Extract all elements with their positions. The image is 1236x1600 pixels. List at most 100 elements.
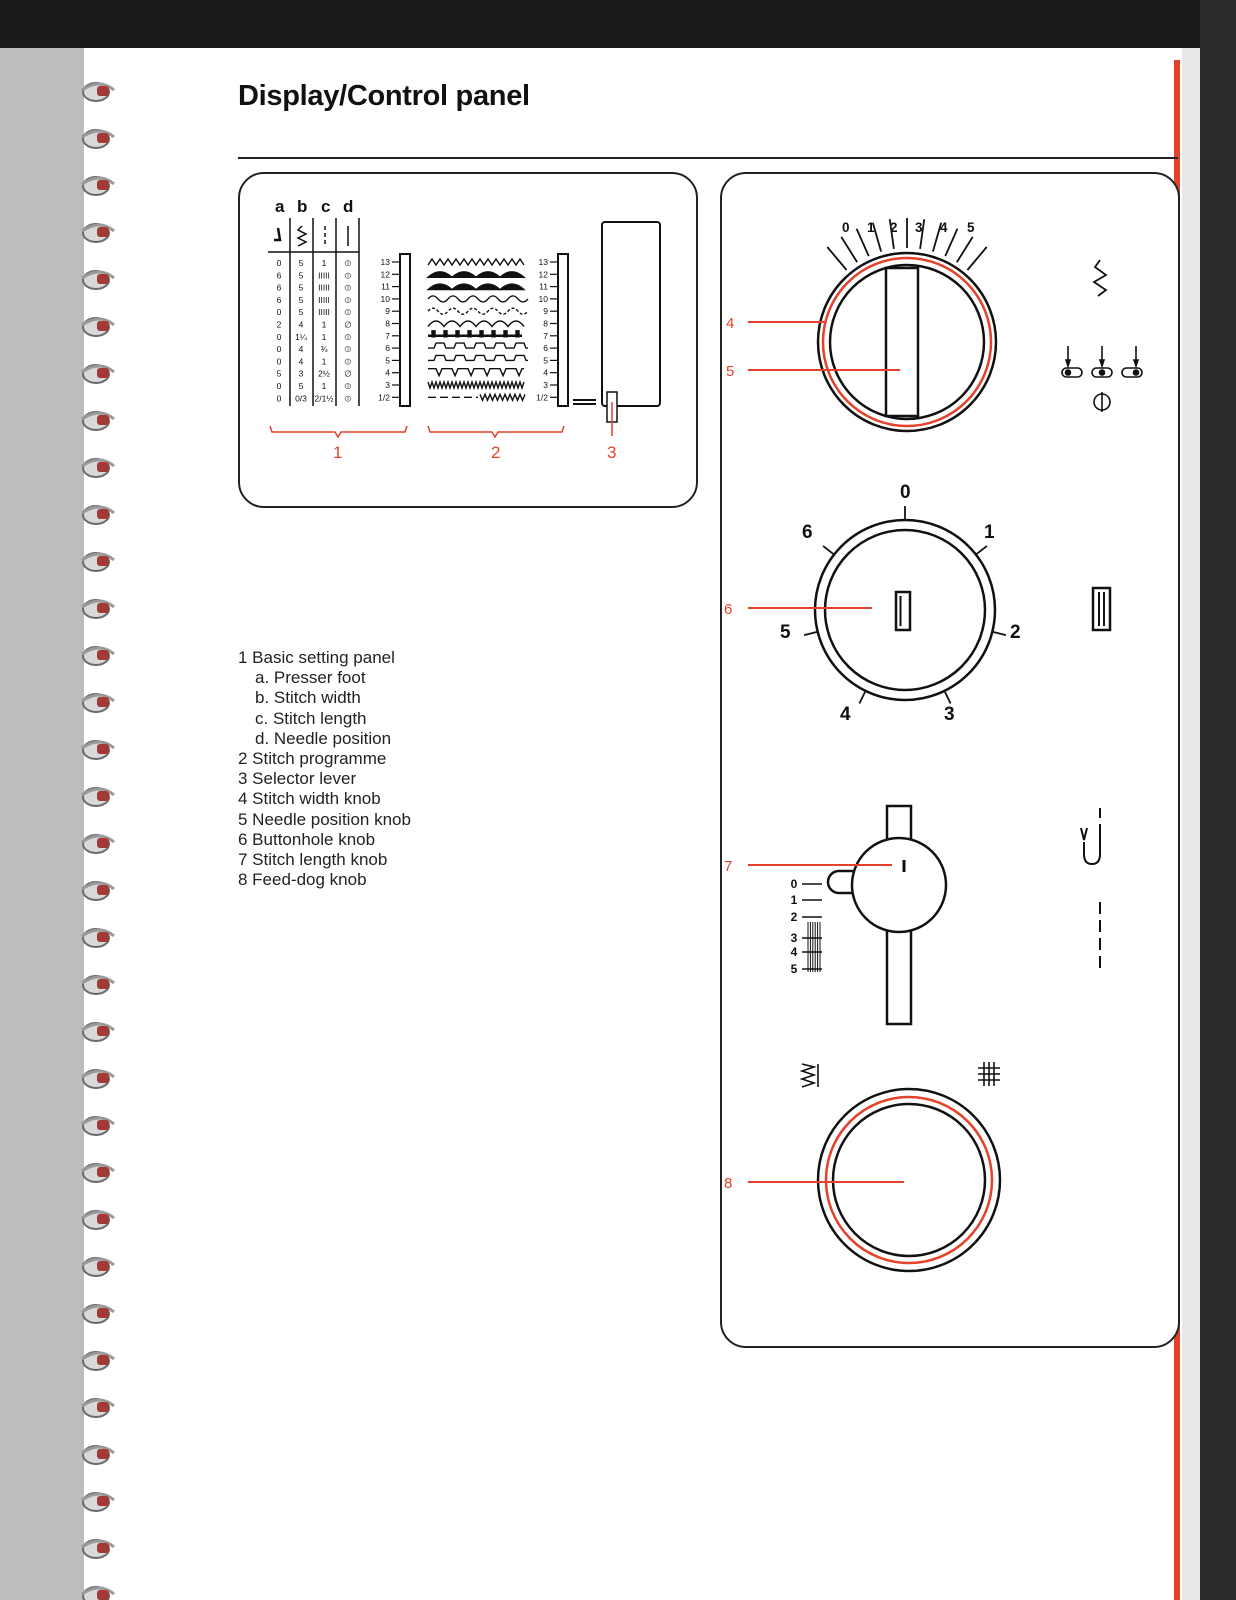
settings-cell-a: 2 [277,320,282,330]
settings-cell-b: 1¼ [295,332,308,342]
legend-item-6: 6 Buttonhole knob [238,829,376,849]
settings-cell-d: ∅ [344,369,352,379]
scale-label: 6 [543,343,548,353]
legend-item-1: 1 Basic setting panel [238,648,395,667]
bracket-2 [427,425,565,439]
binding-shadow [0,48,84,1600]
legend-item-1c: c. Stitch length [255,708,367,728]
feed-dog-knob[interactable] [816,1087,1002,1273]
scale-label: 5 [543,355,548,365]
settings-cell-d: ⦶ [344,283,352,293]
presser-foot-icon [274,227,282,242]
settings-cell-d: ⦶ [344,381,352,391]
callout-2: 2 [491,443,500,462]
width-dial-2: 2 [890,220,898,235]
settings-cell-d: ∅ [344,320,352,330]
settings-cell-d: ⦶ [344,258,352,268]
settings-cell-b: 0/3 [295,393,307,403]
scale-label: 12 [381,269,391,279]
legend-item-1b: b. Stitch width [255,688,361,708]
control-knobs-box: 0 1 2 3 4 5 4 5 [720,172,1180,1348]
length-scale-label: 1 [791,893,798,907]
settings-cell-d: ⦶ [344,295,352,305]
settings-cell-a: 6 [277,295,282,305]
scale-label: 10 [539,294,549,304]
settings-cell-c: IIIII [318,283,330,293]
width-dial-4: 4 [940,220,948,235]
needle-position-knob[interactable] [884,266,920,418]
length-scale-label: 0 [791,877,798,891]
legend-item-2: 2 Stitch programme [238,749,387,769]
scale-label: 6 [385,343,390,353]
scale-label: 3 [385,380,390,390]
settings-cell-b: 4 [299,356,304,366]
buttonhole-dial-2: 2 [1010,622,1021,643]
feed-dog-lowered-icon [799,1063,819,1088]
callout-3: 3 [607,443,616,462]
settings-cell-d: ⦶ [344,307,352,317]
settings-cell-a: 0 [277,332,282,342]
width-dial-5: 5 [967,220,975,235]
settings-cell-d: ⦶ [344,270,352,280]
scale-bar-2 [557,253,569,407]
length-scale-label: 2 [791,910,798,924]
buttonhole-dial-0: 0 [900,482,911,503]
legend-item-5: 5 Needle position knob [238,809,411,829]
settings-cell-a: 5 [277,369,282,379]
scale-label: 8 [543,319,548,329]
scale-label: 10 [381,294,391,304]
length-scale-label: 5 [791,962,798,976]
buttonhole-dial-4: 4 [840,704,851,725]
zigzag-width-icon [296,225,308,247]
length-scale-label: 3 [791,931,798,945]
settings-cell-c: 1 [322,356,327,366]
settings-cell-b: 5 [299,270,304,280]
buttonhole-marker [894,590,912,632]
settings-cell-c: 1 [322,320,327,330]
legend-item-3: 3 Selector lever [238,769,357,789]
settings-cell-d: ⦶ [344,332,352,342]
settings-cell-d: ⦶ [344,393,352,403]
scale-label: 11 [539,282,548,292]
settings-cell-b: 4 [299,320,304,330]
settings-cell-b: 5 [299,295,304,305]
scale-label: 7 [385,331,390,341]
callout-4: 4 [726,315,734,332]
stitch-length-knob[interactable] [850,836,948,934]
legend-item-1a: a. Presser foot [255,668,366,688]
settings-cell-c: IIIII [318,295,330,305]
legend-item-7: 7 Stitch length knob [238,850,388,870]
settings-cell-a: 0 [277,393,282,403]
length-scale-label: 4 [791,945,798,959]
settings-cell-a: 0 [277,307,282,317]
settings-cell-b: 4 [299,344,304,354]
title-rule [238,157,1178,159]
scale-label: 3 [543,380,548,390]
callout-8: 8 [724,1175,732,1192]
scale-label: 13 [539,257,549,267]
legend-item-4: 4 Stitch width knob [238,789,381,809]
settings-cell-c: IIIII [318,270,330,280]
zigzag-icon [1092,259,1108,297]
stitch-programme-patterns [426,257,529,403]
scale-label: 4 [543,368,548,378]
binder-edge [1200,0,1236,1600]
width-dial-1: 1 [867,220,875,235]
settings-cell-c: 2/1½ [315,393,334,403]
settings-cell-d: ⦶ [344,344,352,354]
settings-cell-b: 5 [299,381,304,391]
stitch-width-dial-ticks [826,218,988,271]
settings-cell-b: 5 [299,258,304,268]
buttonhole-icon [1091,586,1112,632]
settings-cell-c: IIIII [318,307,330,317]
control-knobs-illustration: 0 1 2 3 4 5 4 5 [724,218,1143,1273]
scale-label: 9 [543,306,548,316]
legend-list: 1 Basic setting panel a. Presser foot b.… [238,648,411,890]
width-dial-0: 0 [842,220,850,235]
straight-stitch-foot-icon [1080,808,1101,866]
buttonhole-dial-1: 1 [984,522,995,543]
buttonhole-dial-3: 3 [944,704,955,725]
scale-label: 5 [385,355,390,365]
